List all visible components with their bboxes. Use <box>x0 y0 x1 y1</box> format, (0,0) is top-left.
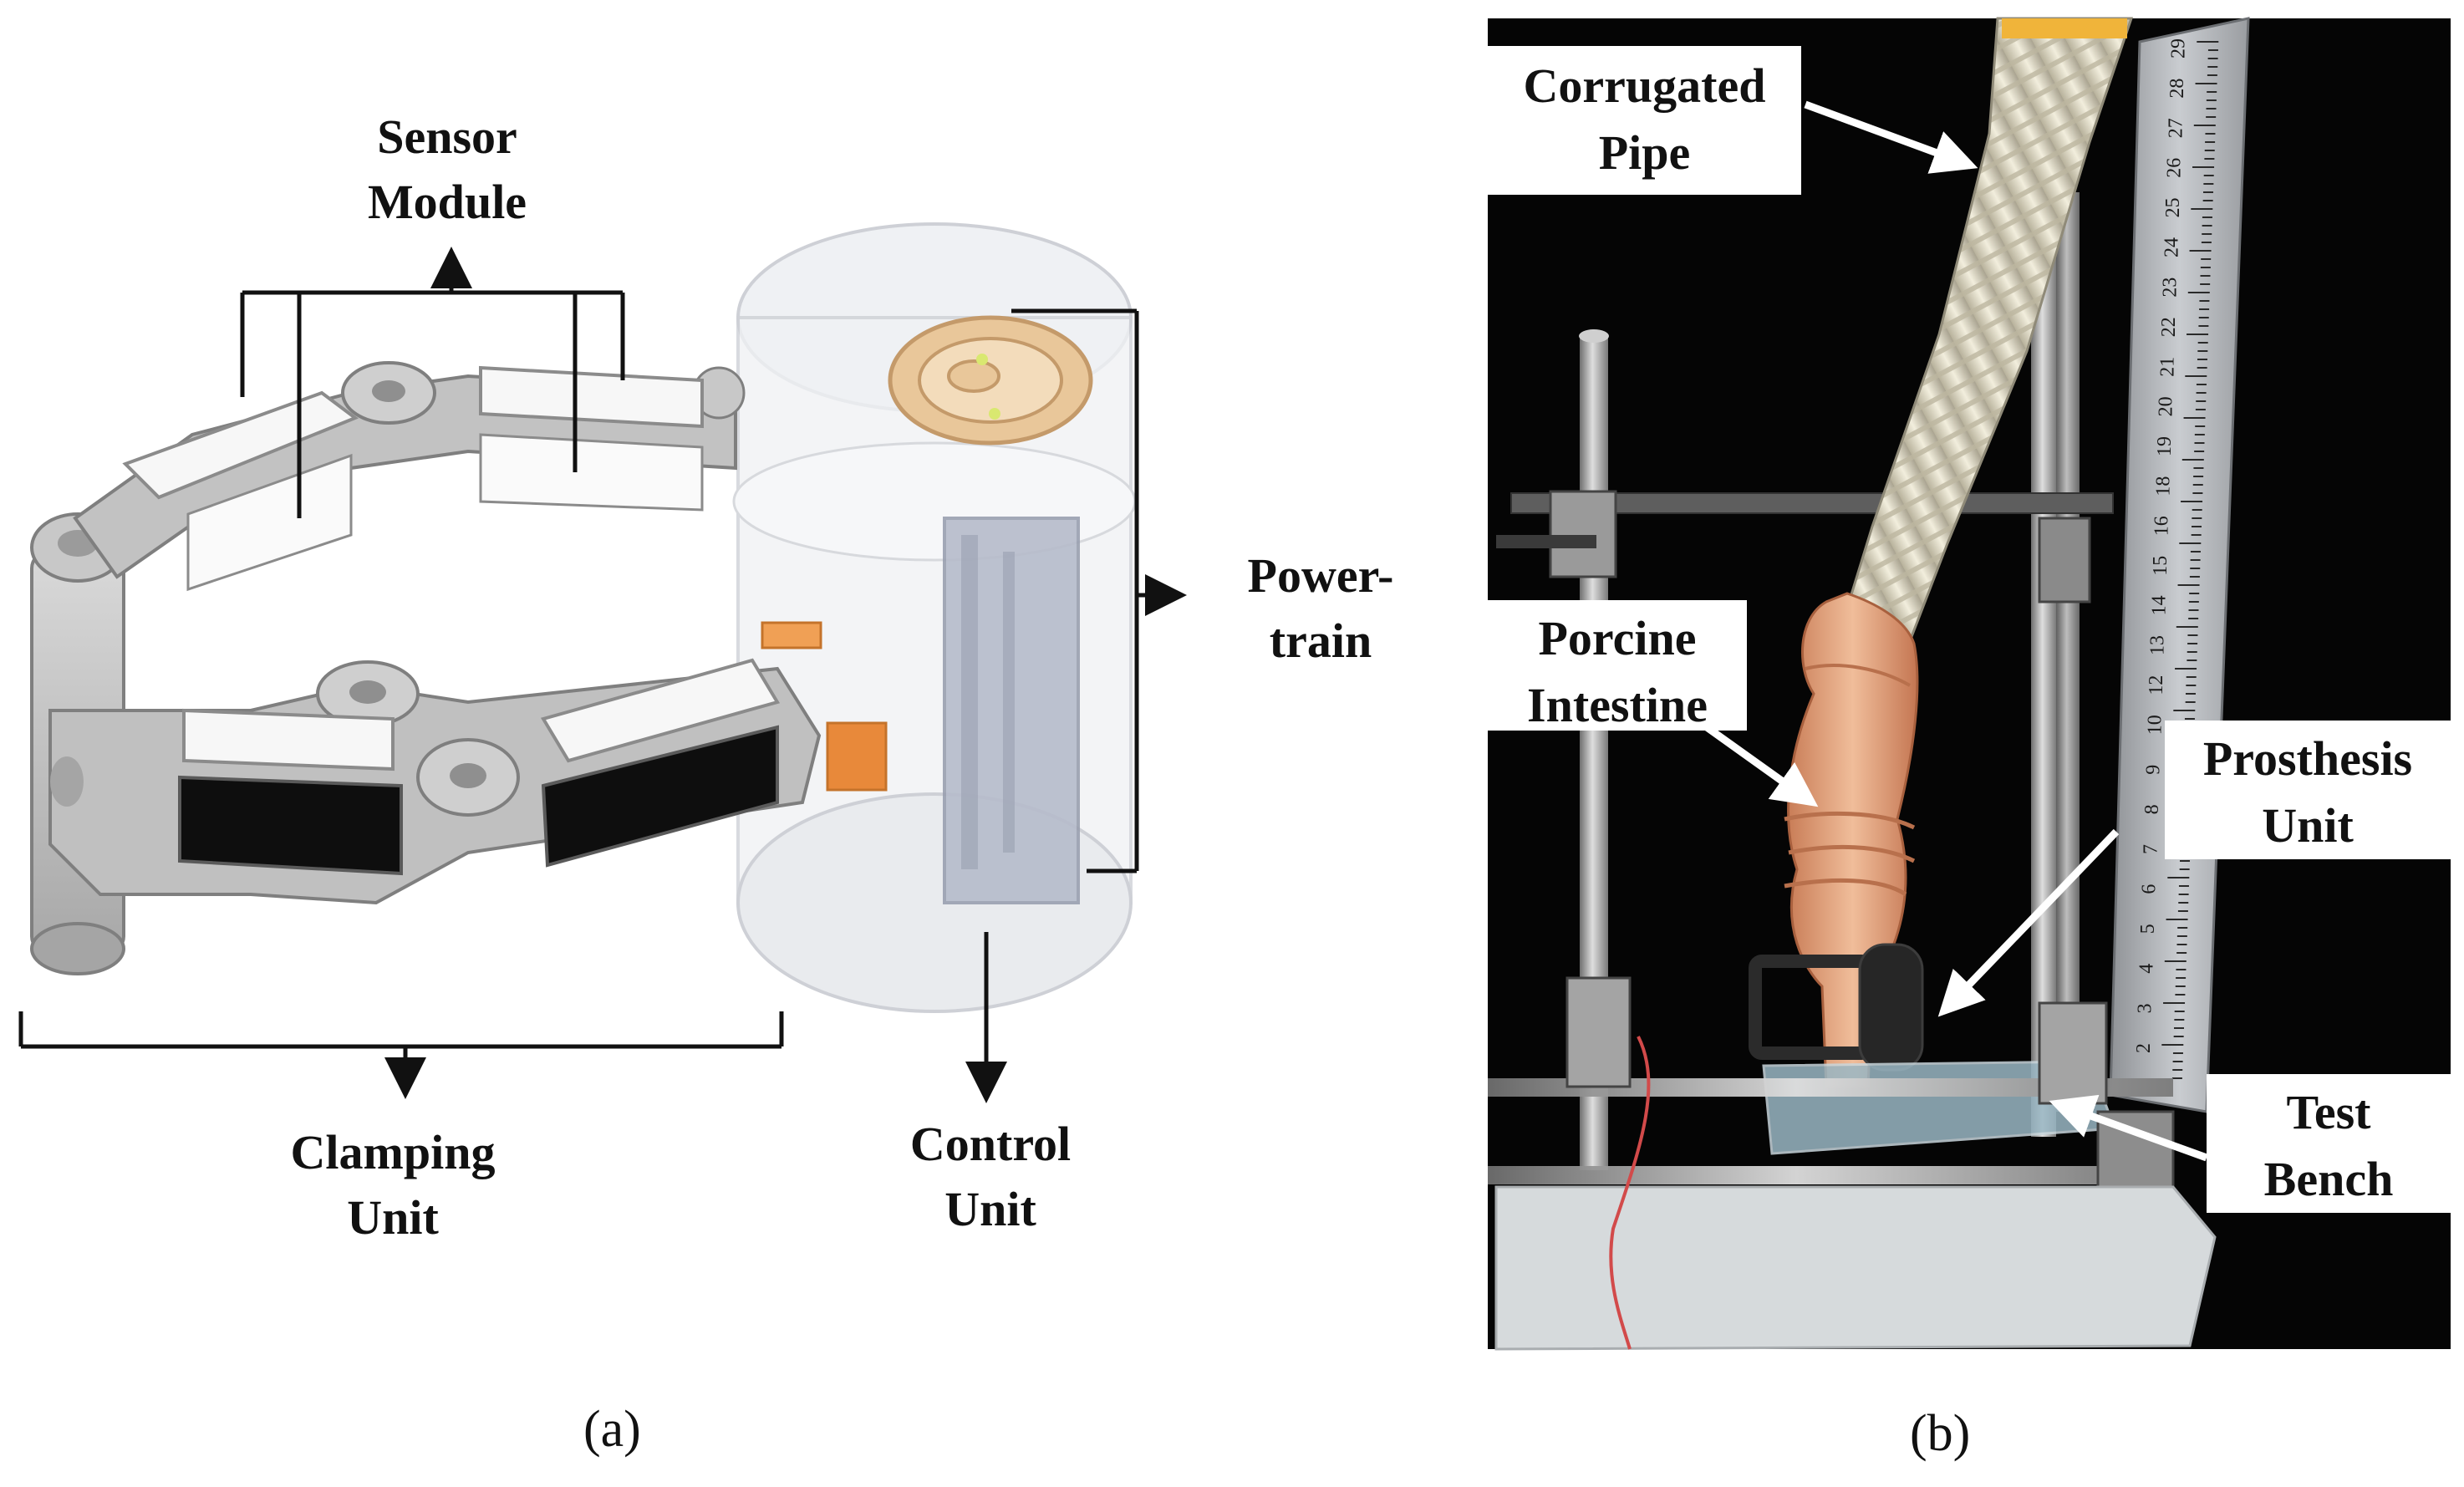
ruler-number: 29 <box>2168 38 2190 59</box>
ruler-number: 20 <box>2156 396 2177 416</box>
panel-a-device-rendering <box>18 222 1187 1103</box>
ruler-number: 3 <box>2135 1003 2156 1013</box>
ruler-number: 5 <box>2137 924 2159 934</box>
orange-fasteners <box>761 621 888 792</box>
photo-pointer-arrows <box>1698 100 2208 1162</box>
powertrain-bracket <box>1011 308 1187 873</box>
powertrain-gear <box>888 315 1093 446</box>
clamping-unit-bracket <box>18 1011 784 1099</box>
intestine-pointer-arrow <box>1698 720 1819 807</box>
bench-pointer-arrow <box>2049 1094 2208 1162</box>
ruler-number: 21 <box>2156 357 2178 377</box>
ruler-number: 12 <box>2146 675 2167 695</box>
panel-a-caption: (a) <box>583 1401 641 1458</box>
corrugated-pipe-label: Corrugated Pipe <box>1488 46 1801 195</box>
panel-b-caption: (b) <box>1910 1405 1971 1462</box>
ruler-number: 27 <box>2165 118 2187 138</box>
ruler-number: 16 <box>2151 516 2173 536</box>
pipe-pointer-arrow <box>1804 100 1978 174</box>
test-bench-label: Test Bench <box>2207 1074 2451 1213</box>
sensor-module-label: Sensor Module <box>367 109 527 229</box>
ruler-number: 28 <box>2166 79 2188 99</box>
ruler-number: 23 <box>2160 278 2181 298</box>
ruler-number: 18 <box>2152 476 2174 497</box>
ruler-number: 4 <box>2136 964 2157 974</box>
ruler-number: 15 <box>2150 556 2171 576</box>
prosthesis-pointer-arrow <box>1937 828 2120 1017</box>
ruler-number: 14 <box>2148 595 2170 615</box>
ruler-number: 26 <box>2164 158 2186 178</box>
prosthesis-unit-label: Prosthesis Unit <box>2165 721 2451 859</box>
ruler-number: 9 <box>2143 765 2165 775</box>
clamping-unit-label: Clamping Unit <box>290 1125 496 1245</box>
control-unit-label: Control Unit <box>909 1117 1072 1236</box>
prosthesis-unit-photo <box>1749 943 1924 1072</box>
sensor-module-bracket <box>240 247 625 518</box>
ruler-numbers: 2928272625242322212019181615141312109876… <box>2133 38 2190 1053</box>
ruler-number: 10 <box>2144 715 2166 735</box>
porcine-intestine-label: Porcine Intestine <box>1488 600 1747 732</box>
sensor-pad-3 <box>178 708 403 876</box>
ruler-number: 7 <box>2140 844 2161 854</box>
sensor-pad-4 <box>540 658 781 868</box>
sensor-pad-2 <box>479 365 704 512</box>
support-rods <box>1579 176 2080 1170</box>
ruler-number: 6 <box>2139 884 2161 894</box>
control-unit-block <box>943 517 1080 904</box>
ruler-number: 13 <box>2147 635 2169 655</box>
frame-crossbar <box>1496 490 2114 603</box>
ruler-number: 8 <box>2141 804 2163 814</box>
ruler-number: 25 <box>2162 197 2184 217</box>
ruler-number: 2 <box>2133 1043 2155 1053</box>
ruler-number: 22 <box>2158 317 2180 337</box>
ruler-number: 24 <box>2161 237 2182 257</box>
ruler-number: 19 <box>2154 436 2176 456</box>
test-bench-photo <box>1488 976 2217 1351</box>
powertrain-label: Power- train <box>1247 548 1394 668</box>
